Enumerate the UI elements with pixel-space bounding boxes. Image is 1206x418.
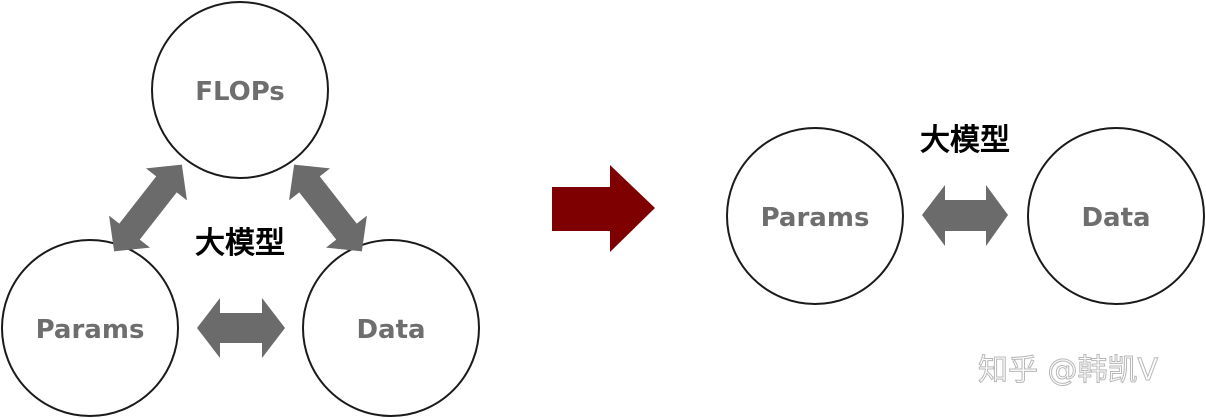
double-arrow-icon-params-data-right: [922, 185, 1008, 246]
double-arrow-icon-params-data: [197, 298, 285, 358]
node-label-flops: FLOPs: [195, 77, 285, 107]
node-params: Params: [1, 239, 179, 417]
node-data: Data: [302, 239, 480, 417]
right-arrow-icon: [552, 165, 655, 252]
node-label-data: Data: [356, 315, 425, 345]
node-params-right: Params: [726, 127, 904, 305]
node-label-params: Params: [36, 315, 145, 345]
right-diagram: Params Data 大模型: [726, 123, 1205, 305]
node-circle: [151, 1, 329, 179]
node-label-params: Params: [761, 203, 870, 233]
double-arrow-icon-flops-data: [289, 164, 367, 252]
node-circle: [302, 239, 480, 417]
node-circle: [1027, 127, 1205, 305]
node-circle: [1, 239, 179, 417]
node-label-data: Data: [1081, 203, 1150, 233]
center-label-left: 大模型: [195, 226, 285, 261]
double-arrow-icon-params-flops: [109, 164, 187, 252]
center-label-right: 大模型: [920, 123, 1010, 158]
watermark: 知乎 @韩凯V: [978, 353, 1159, 388]
node-flops: FLOPs: [151, 1, 329, 179]
left-diagram: FLOPs Params Data 大模型: [1, 1, 480, 417]
node-data-right: Data: [1027, 127, 1205, 305]
node-circle: [726, 127, 904, 305]
